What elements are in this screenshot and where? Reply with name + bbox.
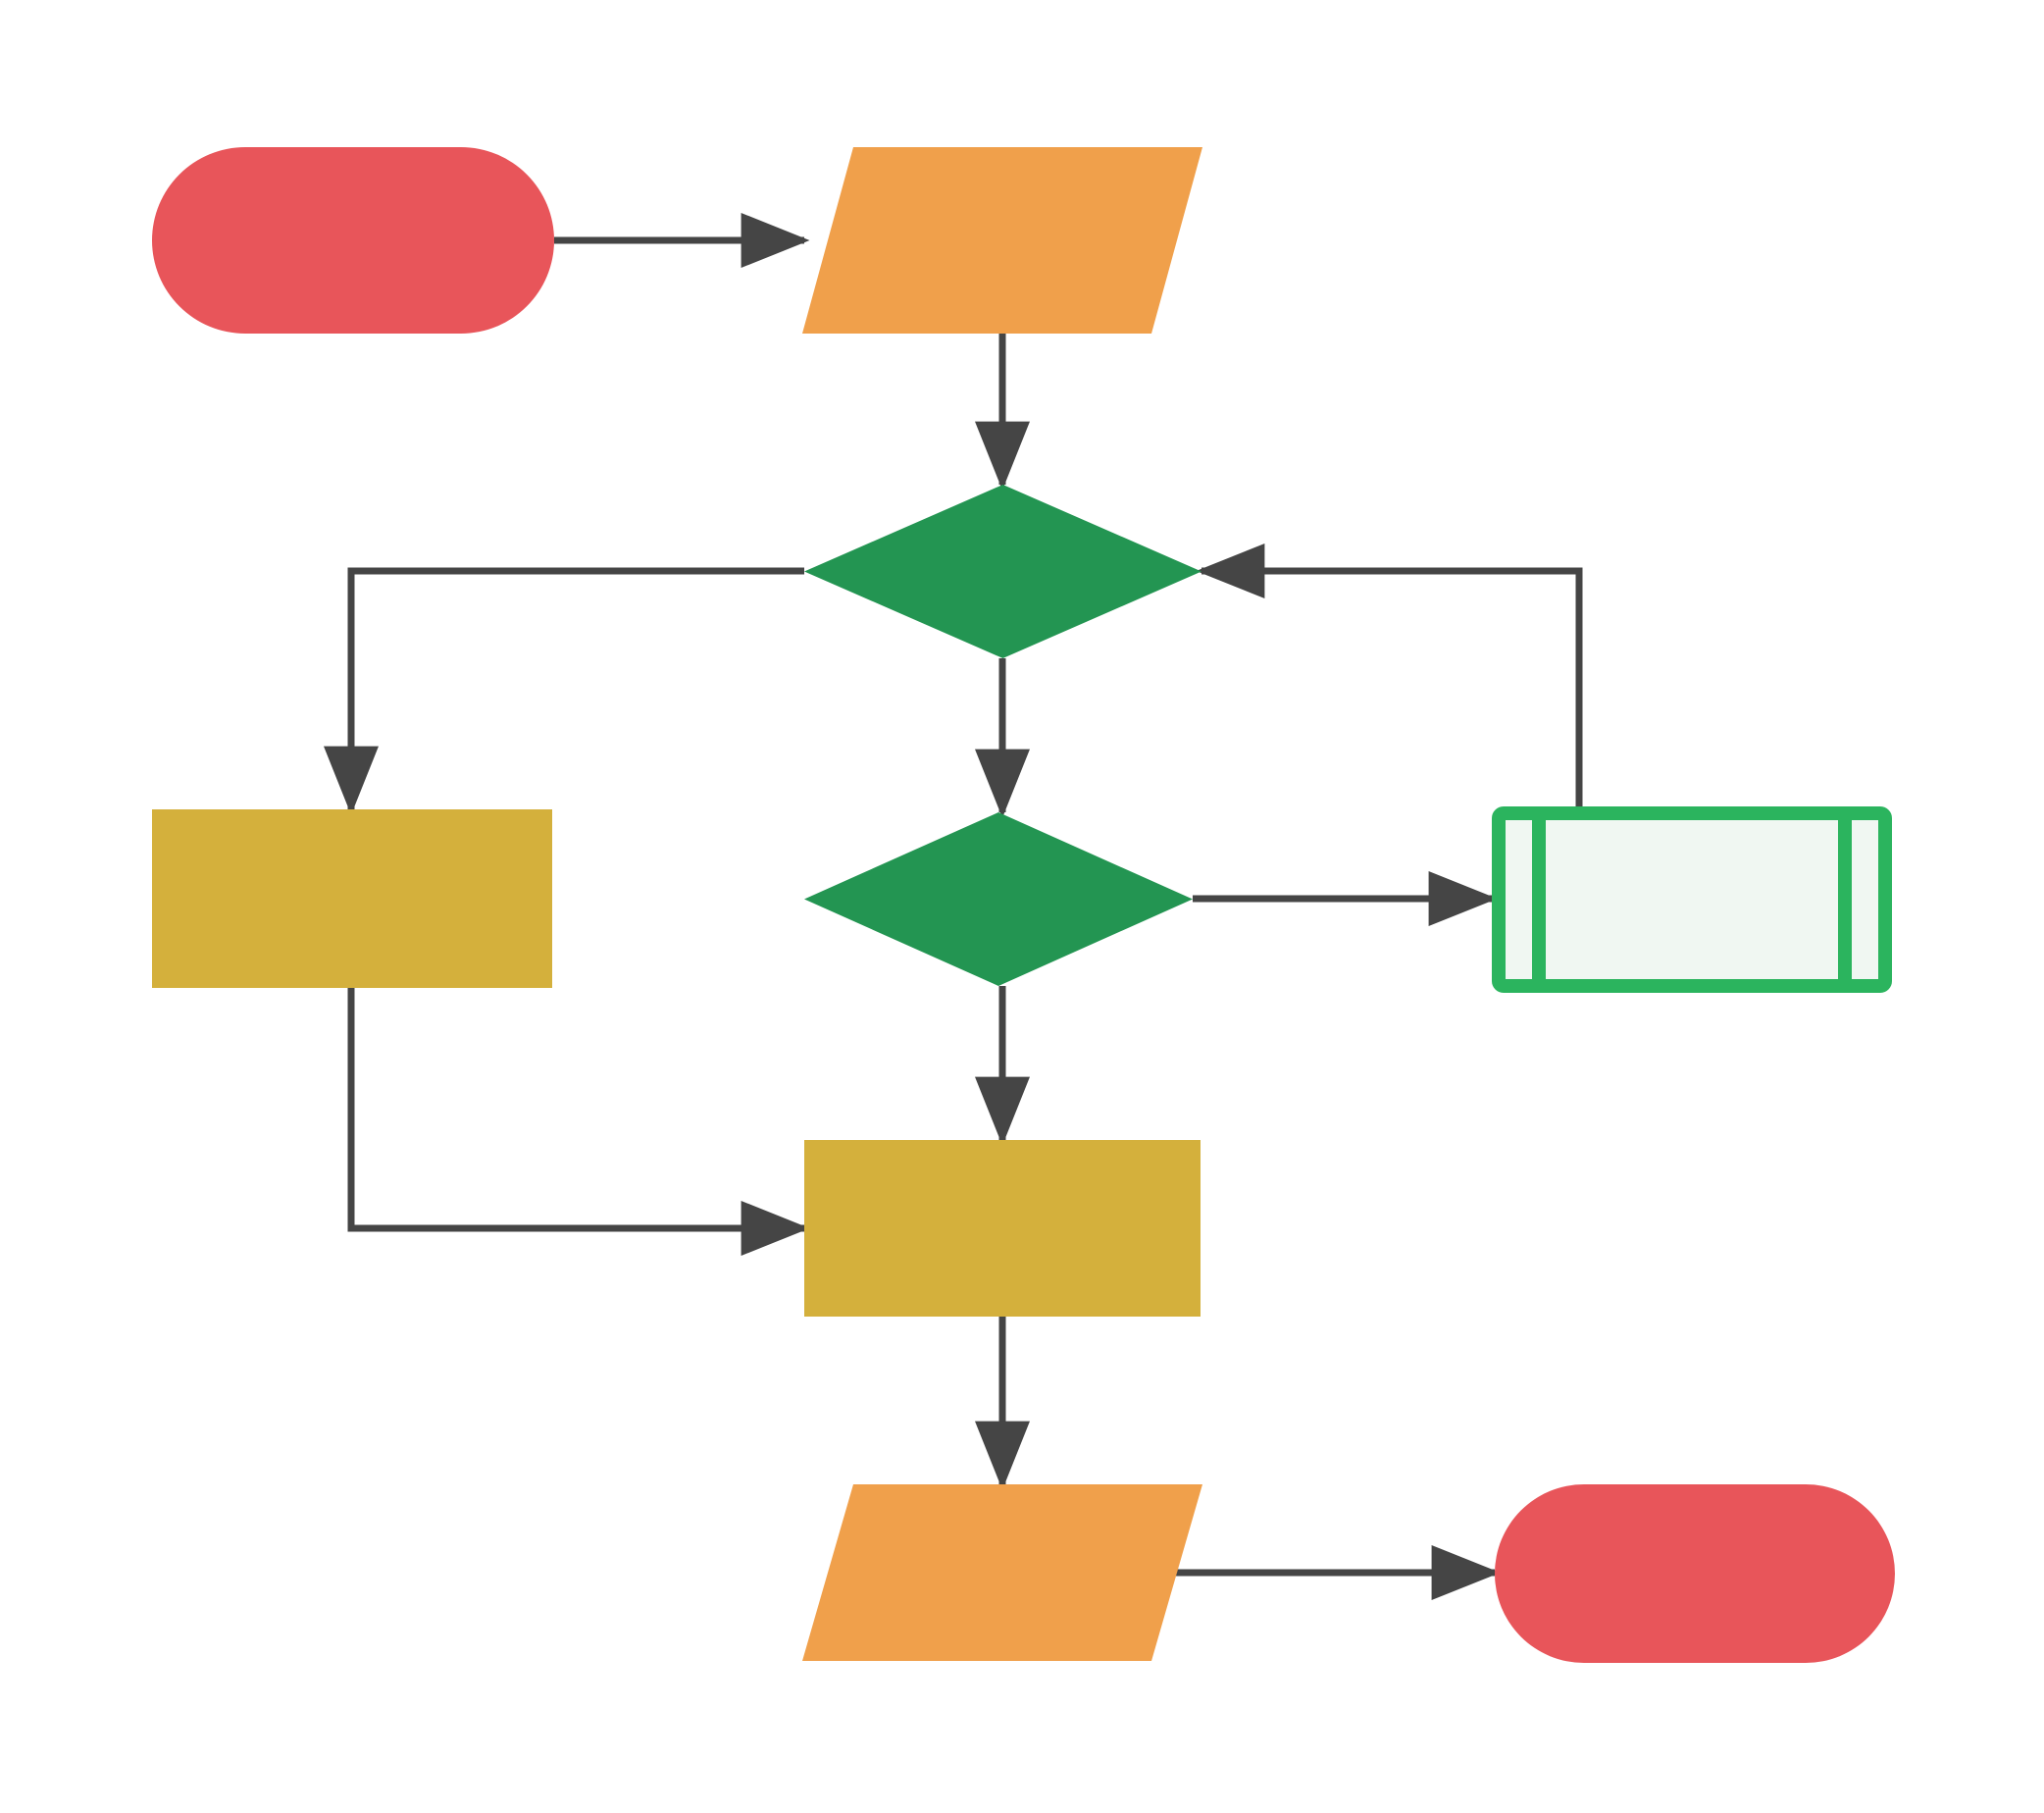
flow-node-subroutine[interactable]: [1492, 806, 1892, 993]
rectangle-shape[interactable]: [152, 809, 552, 988]
stadium-shape[interactable]: [152, 147, 554, 334]
flow-node-input[interactable]: [802, 147, 1202, 334]
flow-node-decision1[interactable]: [804, 485, 1201, 658]
flow-edge: [324, 567, 804, 815]
edge-line: [324, 567, 804, 815]
flow-node-process-main[interactable]: [804, 1140, 1201, 1317]
flow-node-end[interactable]: [1495, 1484, 1895, 1663]
diamond-shape[interactable]: [804, 812, 1193, 986]
flow-edge: [347, 988, 810, 1256]
flow-node-output[interactable]: [802, 1484, 1202, 1661]
flow-node-process-left[interactable]: [152, 809, 552, 988]
rectangle-shape[interactable]: [804, 1140, 1201, 1317]
flow-edge: [1196, 544, 1583, 806]
diamond-shape[interactable]: [804, 485, 1201, 658]
parallelogram-shape[interactable]: [802, 1484, 1202, 1661]
edge-line: [347, 988, 810, 1256]
nodes-layer: [152, 147, 1895, 1663]
flow-node-decision2[interactable]: [804, 812, 1193, 986]
parallelogram-shape[interactable]: [802, 147, 1202, 334]
subroutine-outer-box[interactable]: [1492, 806, 1892, 993]
flow-node-start[interactable]: [152, 147, 554, 334]
edges-layer: [324, 213, 1583, 1600]
edge-line: [1196, 544, 1583, 806]
stadium-shape[interactable]: [1495, 1484, 1895, 1663]
